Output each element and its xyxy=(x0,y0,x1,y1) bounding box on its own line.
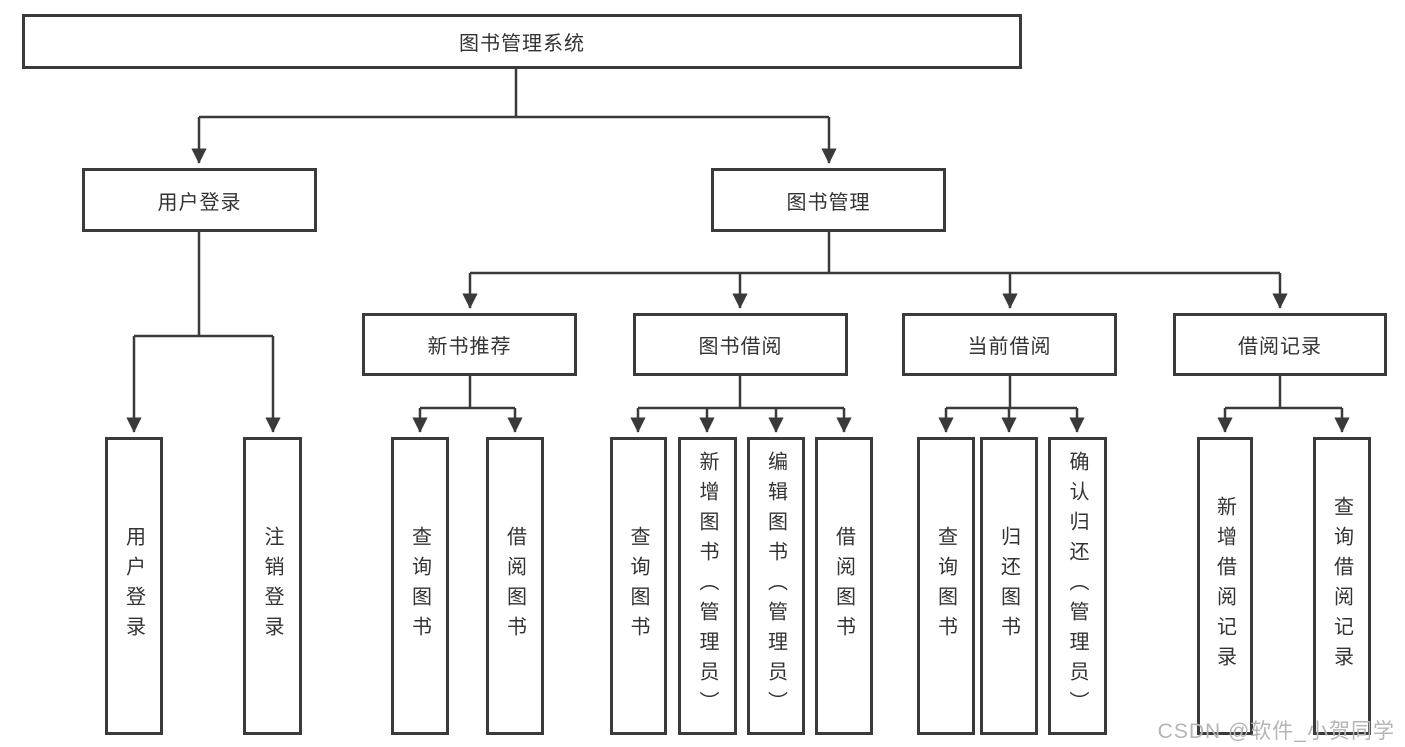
node-logout: 注销登录 xyxy=(243,437,302,735)
node-user-login: 用户登录 xyxy=(82,168,317,232)
node-add-borrow-record: 新增借阅记录 xyxy=(1197,437,1253,735)
node-return-book: 归还图书 xyxy=(980,437,1038,735)
node-query-books-current: 查询图书 xyxy=(917,437,975,735)
node-root: 图书管理系统 xyxy=(22,14,1022,69)
node-query-books-borrowing: 查询图书 xyxy=(610,437,667,735)
node-borrowing-records: 借阅记录 xyxy=(1173,313,1387,376)
node-query-borrow-record: 查询借阅记录 xyxy=(1313,437,1371,735)
node-book-borrowing: 图书借阅 xyxy=(633,313,848,376)
node-borrow-book: 借阅图书 xyxy=(815,437,873,735)
node-edit-book-admin: 编辑图书（管理员） xyxy=(747,437,805,735)
node-query-books-recommend: 查询图书 xyxy=(391,437,449,735)
node-current-borrowing: 当前借阅 xyxy=(902,313,1117,376)
node-confirm-return-admin: 确认归还（管理员） xyxy=(1048,437,1107,735)
node-borrow-books-recommend: 借阅图书 xyxy=(486,437,544,735)
watermark: CSDN @软件_小贺同学 xyxy=(1157,720,1395,743)
node-login: 用户登录 xyxy=(105,437,163,735)
node-book-management: 图书管理 xyxy=(711,168,946,232)
node-new-book-recommendation: 新书推荐 xyxy=(362,313,577,376)
node-add-book-admin: 新增图书（管理员） xyxy=(678,437,737,735)
